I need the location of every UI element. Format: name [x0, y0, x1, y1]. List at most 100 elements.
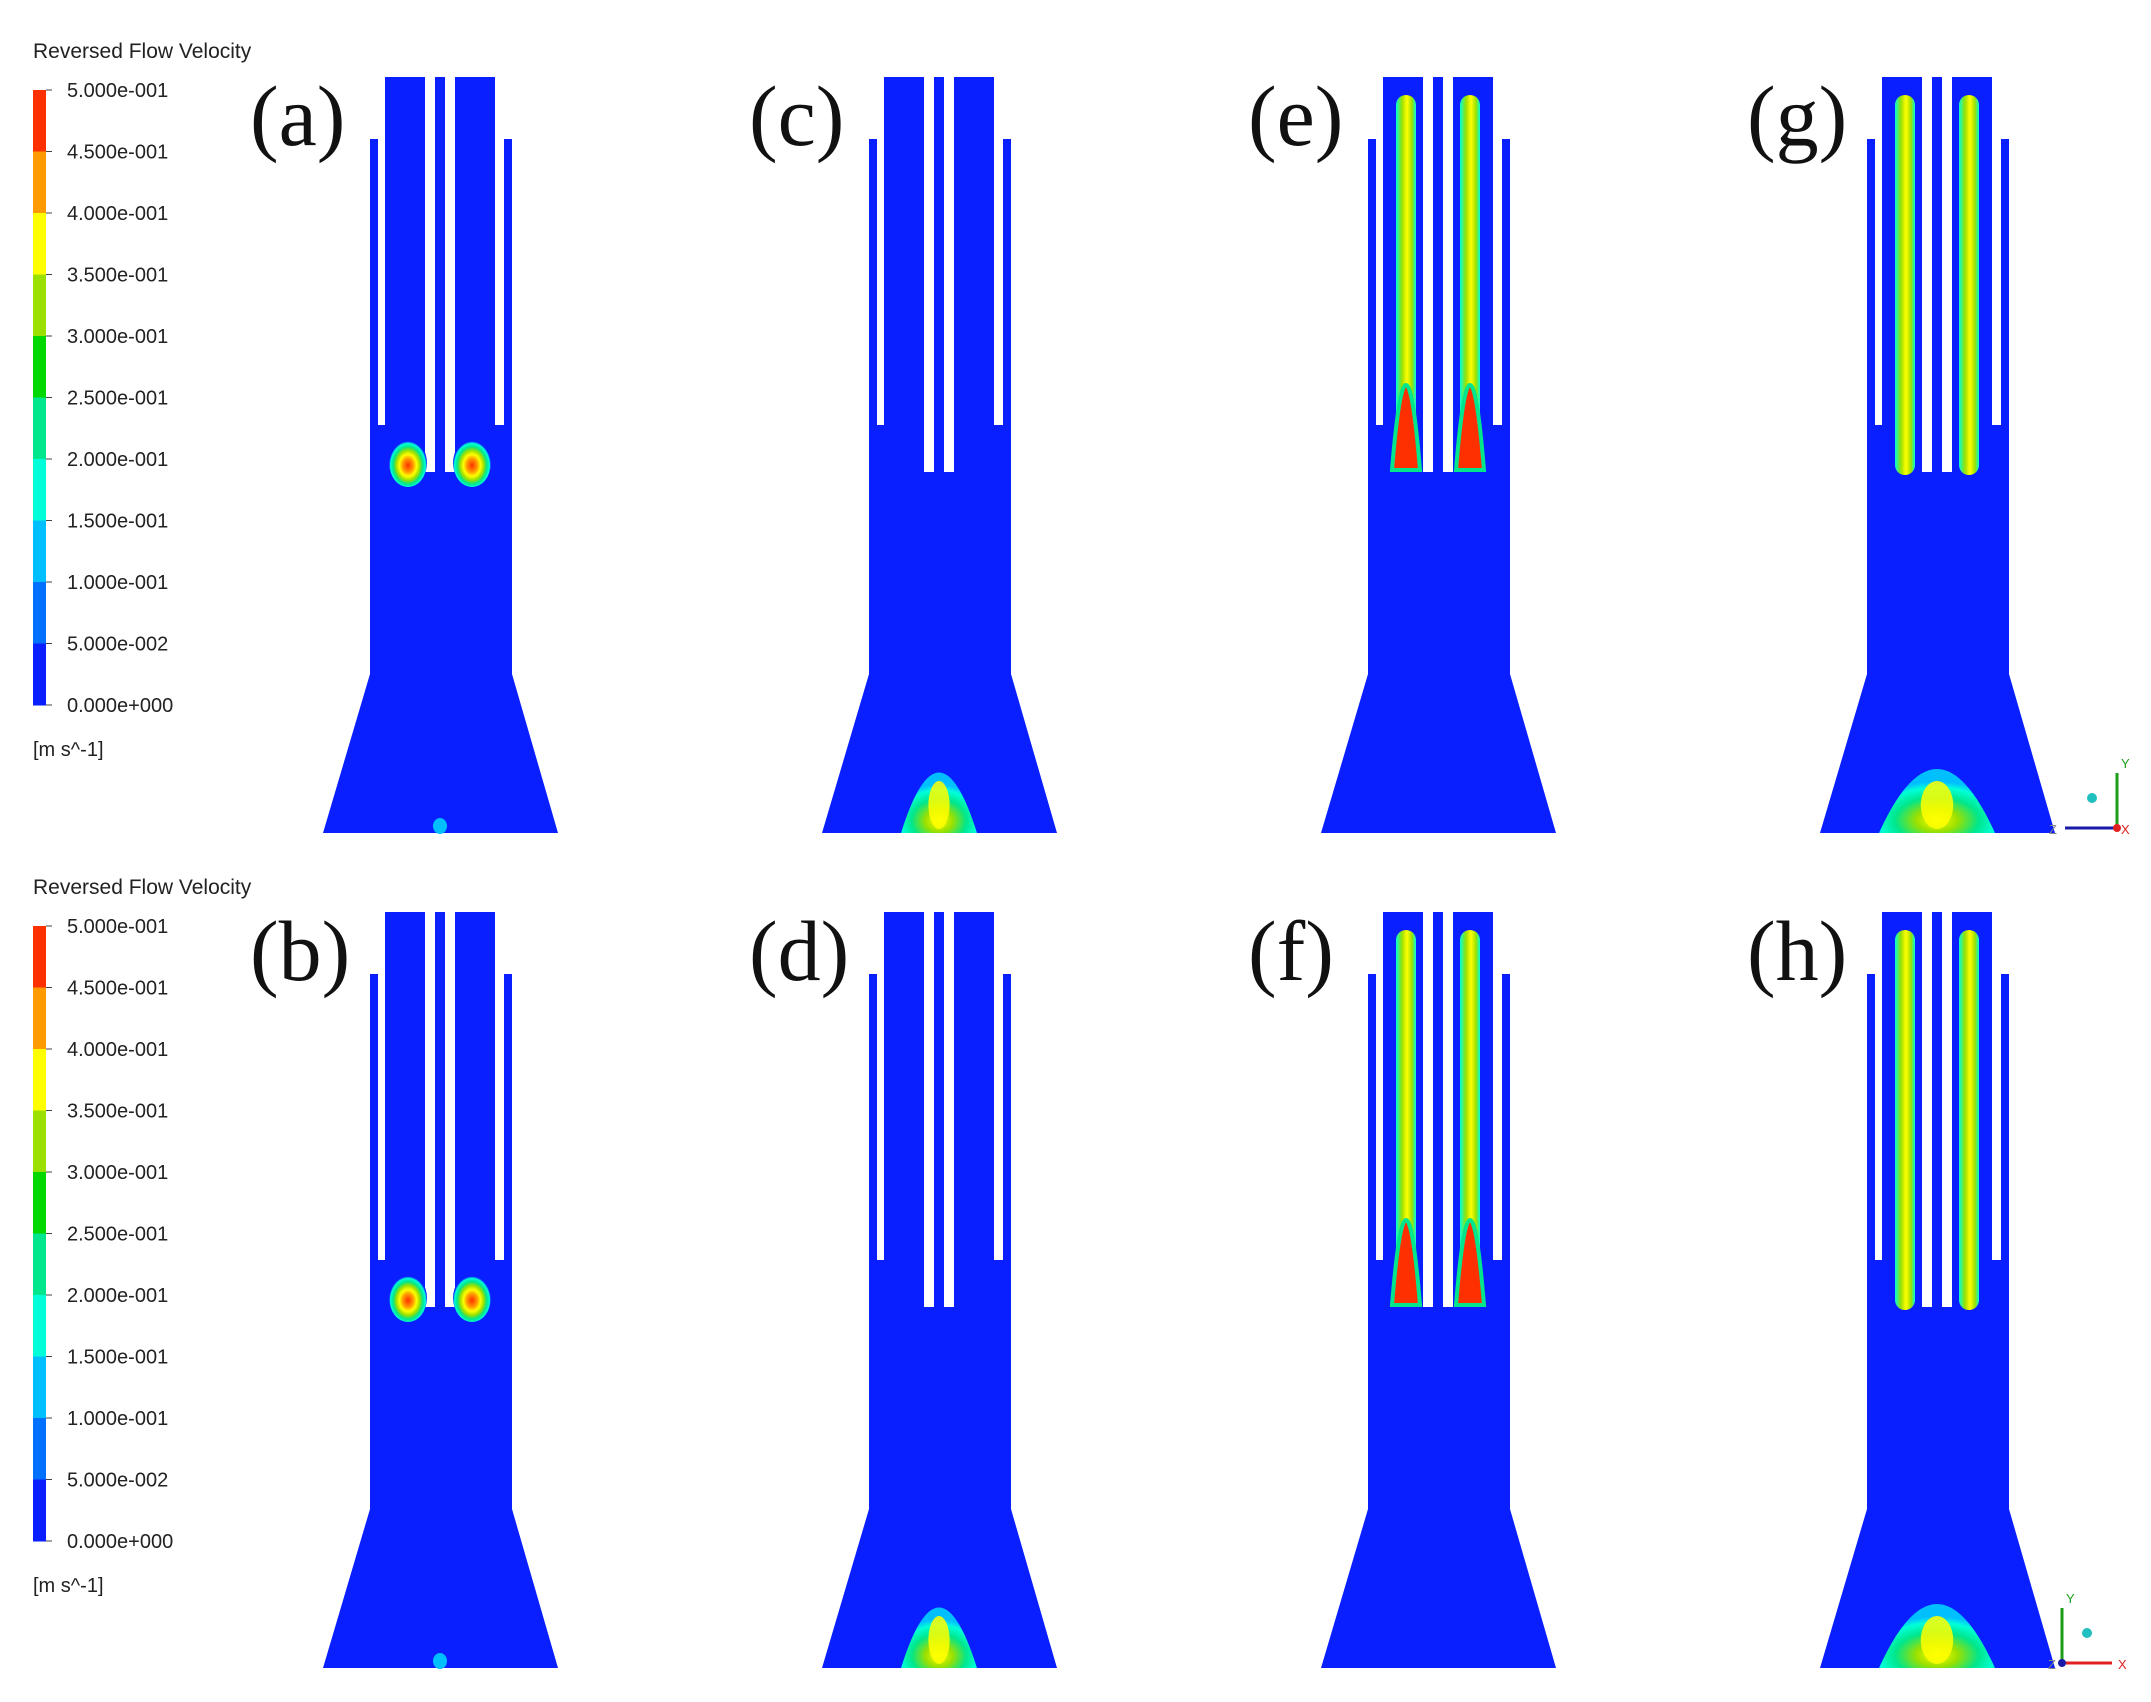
colorbar-tick-label: 2.500e-001 [67, 388, 168, 410]
central-tube [1932, 77, 1942, 472]
colorbar-segment [33, 274, 46, 337]
axis-letter-x: X [2118, 1657, 2127, 1672]
axis-letter-z: Z [2048, 1657, 2056, 1672]
panel-label: (h) [1747, 903, 1847, 999]
panel-label: (b) [250, 903, 350, 999]
legend-title: Reversed Flow Velocity [33, 876, 252, 899]
side-wall-left [370, 139, 378, 425]
contour-panel: (b) [250, 903, 558, 1669]
contour-panel: (d) [749, 903, 1057, 1668]
plume-core [928, 781, 950, 829]
colorbar-tick-label: 3.000e-001 [67, 326, 168, 348]
high-velocity-jet [1389, 1218, 1423, 1307]
triad-center-marker [2087, 793, 2097, 803]
high-velocity-jet [1453, 1218, 1487, 1307]
side-wall-right [1003, 974, 1011, 1260]
colorbar-segment [33, 1233, 46, 1296]
side-wall-left [1368, 974, 1376, 1260]
colorbar-segment [33, 1295, 46, 1357]
colorbar-tick-label: 1.500e-001 [67, 511, 168, 533]
central-tube [1932, 912, 1942, 1307]
side-wall-right [1502, 139, 1510, 425]
colorbar-tick-label: 3.000e-001 [67, 1162, 168, 1184]
panel-layer: (a) (c) (e) (g) (b) (d) (f) (h) [250, 68, 2055, 1669]
colorbar-segment [33, 1110, 46, 1173]
central-tube [435, 77, 445, 472]
side-wall-left [370, 974, 378, 1260]
central-tube [435, 912, 445, 1307]
axis-letter-x: X [2121, 822, 2130, 837]
axis-triad: Y Z X [2049, 756, 2130, 837]
colorbar-tick-label: 5.000e-002 [67, 1470, 168, 1492]
velocity-streak [1460, 930, 1480, 1260]
velocity-streak [1895, 95, 1915, 475]
plume-core [1920, 1616, 1954, 1664]
colorbar-tick-label: 2.500e-001 [67, 1224, 168, 1246]
legend-unit: [m s^-1] [33, 1575, 104, 1597]
axis-letter-y: Y [2066, 1591, 2075, 1606]
side-wall-right [1502, 974, 1510, 1260]
contour-panel: (f) [1248, 903, 1556, 1668]
colorbar-tick-label: 1.500e-001 [67, 1347, 168, 1369]
colorbar-segment [33, 643, 46, 706]
vortex-region [453, 1274, 491, 1322]
panel-label: (d) [749, 903, 849, 999]
central-tube [1433, 77, 1443, 472]
legend-title: Reversed Flow Velocity [33, 40, 252, 63]
plume-core [1920, 781, 1954, 829]
vortex-region [389, 439, 427, 487]
axis-letter-z: Z [2049, 822, 2057, 837]
central-tube [934, 77, 944, 472]
velocity-streak [1460, 95, 1480, 425]
vortex-region [389, 1274, 427, 1322]
central-tube [1433, 912, 1443, 1307]
contour-panel: (e) [1248, 68, 1556, 833]
colorbar-segment [33, 520, 46, 583]
colorbar-tick-label: 4.000e-001 [67, 1039, 168, 1061]
colorbar-segment [33, 336, 46, 398]
panel-label: (e) [1248, 68, 1343, 164]
colorbar-tick-label: 5.000e-001 [67, 80, 168, 102]
colorbar-segment [33, 397, 46, 460]
side-wall-left [869, 139, 877, 425]
side-wall-right [504, 974, 512, 1260]
colorbar-segment [33, 213, 46, 275]
outlet-spot [433, 818, 447, 834]
colorbar-tick-label: 4.500e-001 [67, 142, 168, 164]
colorbar-tick-label: 1.000e-001 [67, 572, 168, 594]
side-wall-right [2001, 139, 2009, 425]
panel-label: (a) [250, 68, 345, 164]
colorbar-tick-label: 0.000e+000 [67, 695, 173, 717]
velocity-streak [1396, 930, 1416, 1260]
outlet-spot [433, 1653, 447, 1669]
colorbar-legend: Reversed Flow Velocity5.000e-0014.500e-0… [33, 876, 252, 1597]
side-wall-right [1003, 139, 1011, 425]
axis-triad: Y Z X [2048, 1591, 2127, 1672]
side-wall-left [869, 974, 877, 1260]
legend-unit: [m s^-1] [33, 739, 104, 761]
colorbar-legend: Reversed Flow Velocity 5.000e-001 4.500e-0… [33, 40, 252, 761]
velocity-streak [1396, 95, 1416, 425]
colorbar-segment [33, 1172, 46, 1234]
colorbar-tick-label: 0.000e+000 [67, 1531, 173, 1553]
panel-label: (g) [1747, 68, 1847, 164]
triad-origin [2058, 1659, 2066, 1667]
colorbar-segment [33, 1479, 46, 1542]
colorbar-segment [33, 90, 46, 152]
side-wall-left [1867, 974, 1875, 1260]
velocity-streak [1959, 95, 1979, 475]
high-velocity-jet [1389, 383, 1423, 472]
side-wall-left [1368, 139, 1376, 425]
colorbar-segment [33, 459, 46, 521]
axis-letter-y: Y [2121, 756, 2130, 771]
colorbar-tick-label: 1.000e-001 [67, 1408, 168, 1430]
colorbar-tick-label: 3.500e-001 [67, 1101, 168, 1123]
colorbar-segment [33, 926, 46, 988]
side-wall-left [1867, 139, 1875, 425]
panel-label: (f) [1248, 903, 1334, 999]
panel-label: (c) [749, 68, 844, 164]
velocity-streak [1959, 930, 1979, 1310]
contour-panel: (h) [1747, 903, 2055, 1668]
contour-panel: (g) [1747, 68, 2055, 833]
